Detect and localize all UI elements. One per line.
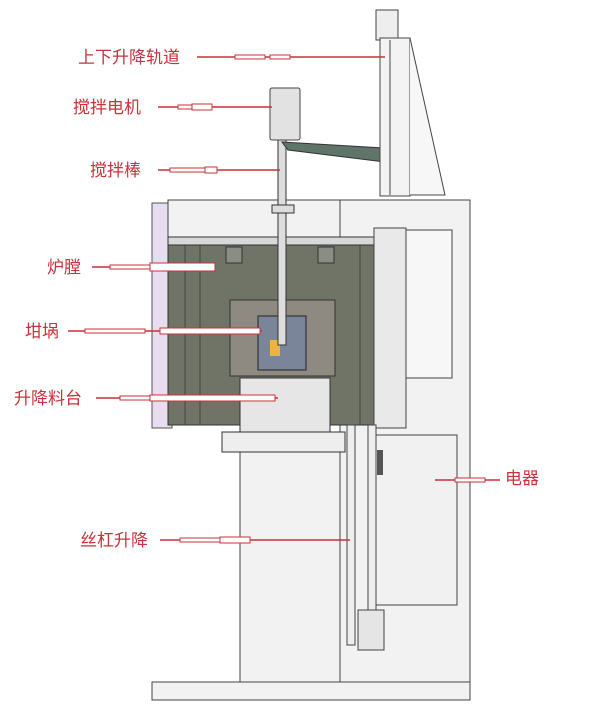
door-panel [405,229,453,379]
motor-arm [280,141,386,163]
leader-lines [68,54,500,544]
label-electrical: 电器 [505,469,539,489]
lift-platform [239,377,331,441]
label-lift-platform: 升降料台 [14,389,82,409]
stirring-motor [269,87,301,141]
label-screw-lift: 丝杠升降 [80,531,148,551]
electrical-box [374,434,458,606]
screw-lift [346,424,385,651]
lower-frame [239,439,341,683]
label-crucible: 坩埚 [25,322,59,342]
label-lift-rail: 上下升降轨道 [78,48,180,68]
label-stirring-rod: 搅拌棒 [90,161,141,181]
label-furnace-chamber: 炉膛 [47,258,81,278]
melt-glow [270,340,280,356]
label-stirring-motor: 搅拌电机 [73,98,141,118]
base-foot [151,681,471,701]
stirring-rod [277,139,287,346]
lift-rail-tower [375,9,446,197]
